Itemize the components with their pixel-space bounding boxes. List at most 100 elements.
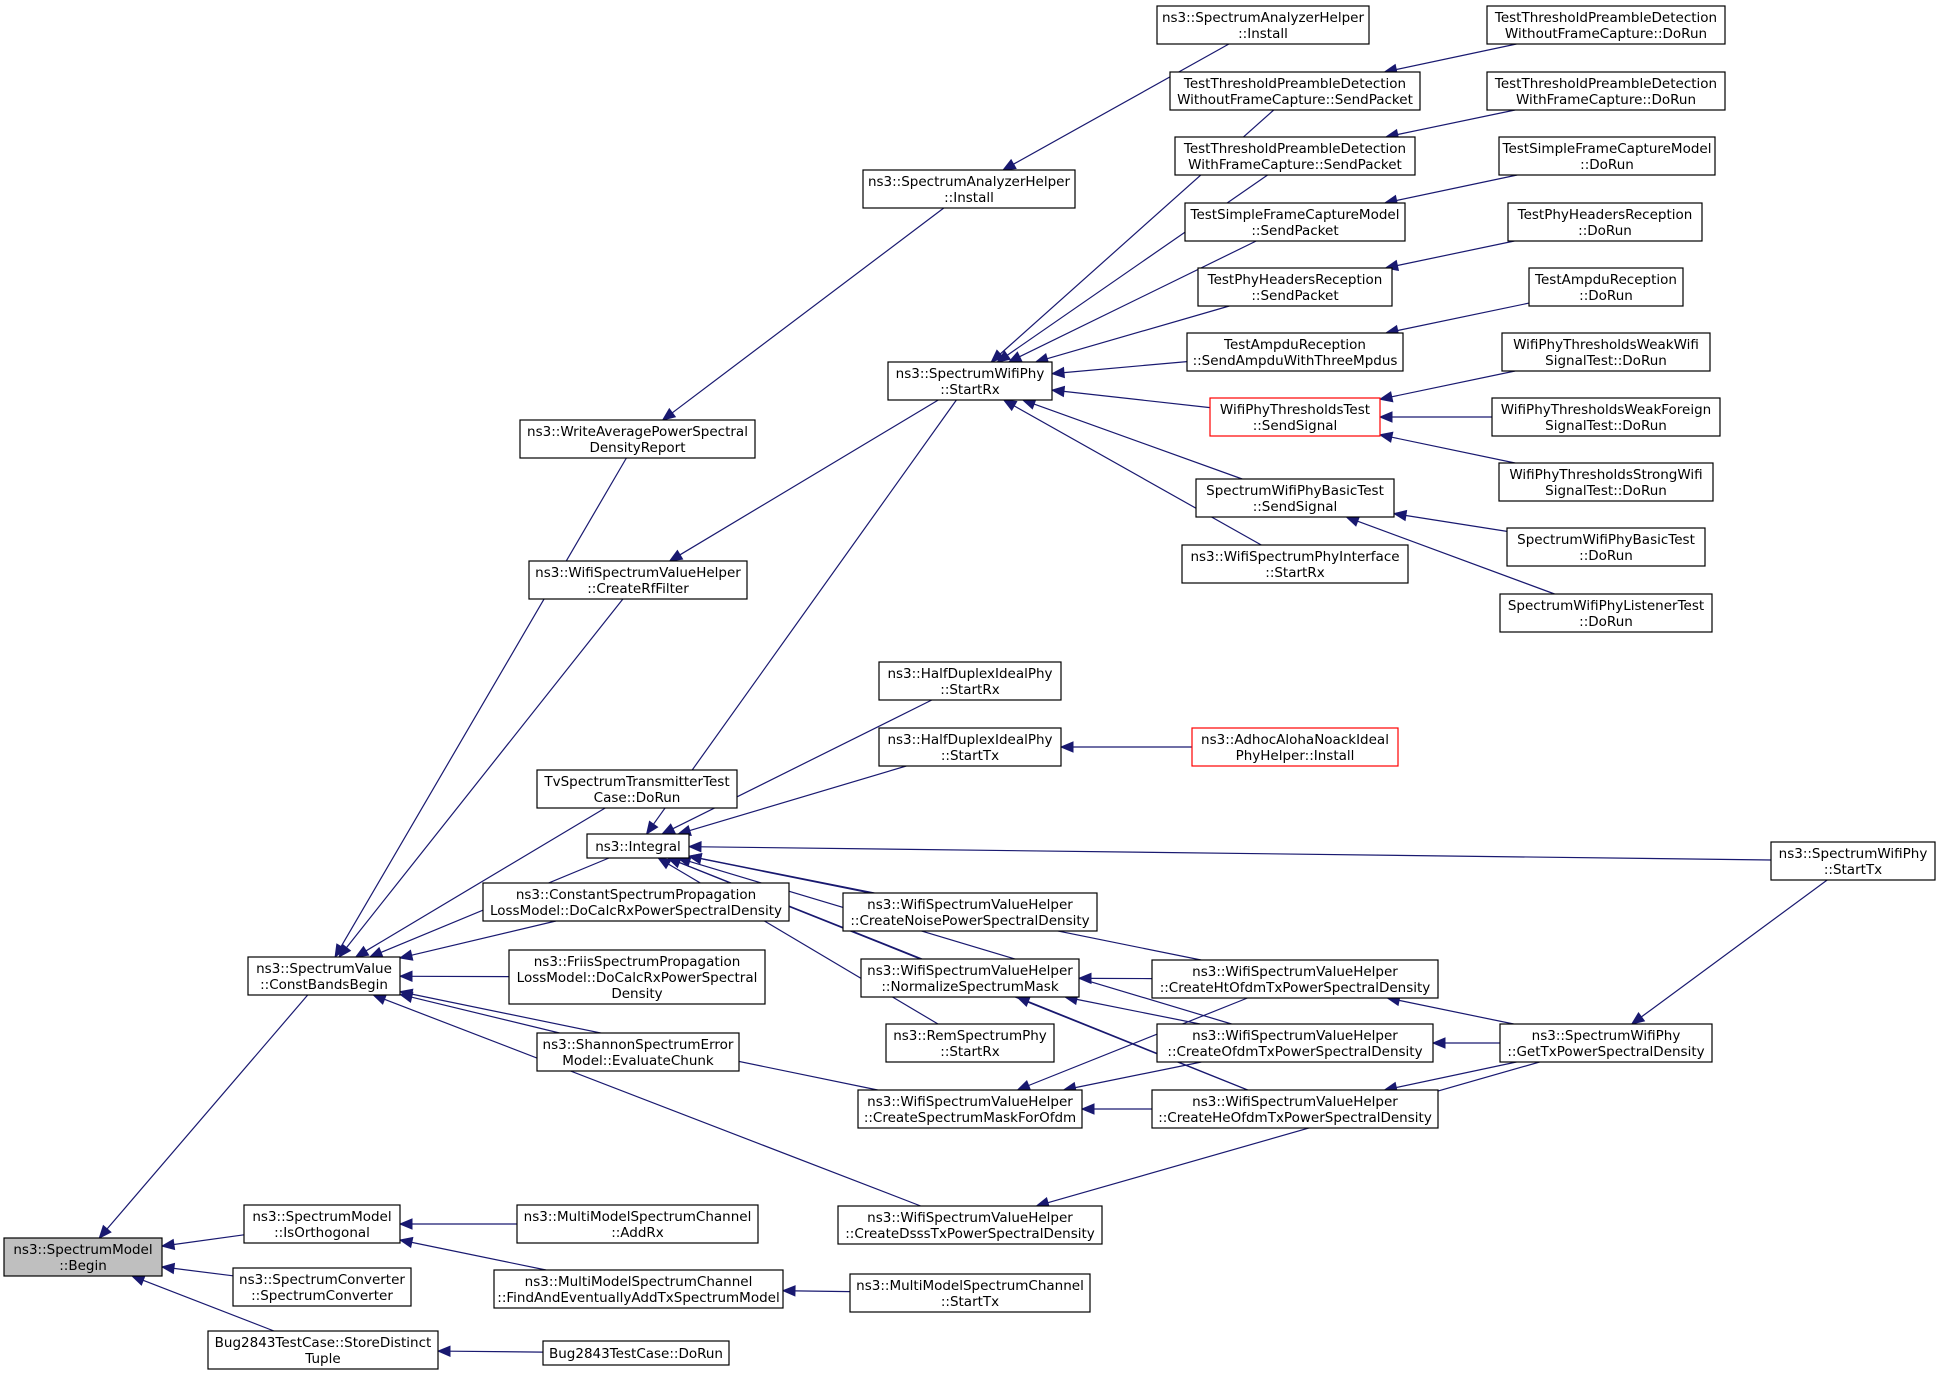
node-wspi-startrx[interactable]: ns3::WifiSpectrumPhyInterface::StartRx [1181, 544, 1409, 584]
node-box [885, 1023, 1055, 1063]
node-label-line: ns3::SpectrumModel [252, 1209, 391, 1225]
edge-line [1396, 43, 1517, 71]
node-writeavg[interactable]: ns3::WriteAveragePowerSpectralDensityRep… [519, 419, 756, 459]
node-tphr-dorun[interactable]: TestPhyHeadersReception::DoRun [1507, 202, 1703, 242]
node-normmask[interactable]: ns3::WifiSpectrumValueHelper::NormalizeS… [860, 958, 1080, 998]
node-adhoc[interactable]: ns3::AdhocAlohaNoackIdealPhyHelper::Inst… [1191, 727, 1399, 767]
node-swplt-dorun[interactable]: SpectrumWifiPhyListenerTest::DoRun [1499, 593, 1713, 633]
node-ofdm[interactable]: ns3::WifiSpectrumValueHelper::CreateOfdm… [1156, 1023, 1434, 1063]
node-hdstarttx[interactable]: ns3::HalfDuplexIdealPhy::StartTx [878, 727, 1062, 767]
node-tsfc-send[interactable]: TestSimpleFrameCaptureModel::SendPacket [1184, 202, 1406, 242]
call-edge [436, 1345, 544, 1357]
node-dsss[interactable]: ns3::WifiSpectrumValueHelper::CreateDsss… [837, 1205, 1103, 1245]
edge-arrowhead [661, 407, 677, 421]
node-label-line: ::CreateNoisePowerSpectralDensity [850, 913, 1089, 929]
node-constbands[interactable]: ns3::SpectrumValue::ConstBandsBegin [247, 956, 401, 996]
call-edge [1035, 1061, 1540, 1209]
node-maskofdm[interactable]: ns3::WifiSpectrumValueHelper::CreateSpec… [857, 1089, 1083, 1129]
call-edge [1077, 972, 1153, 985]
node-mmstarttx[interactable]: ns3::MultiModelSpectrumChannel::StartTx [849, 1273, 1091, 1313]
edge-line [173, 1267, 234, 1277]
node-label-line: ::DoRun [1580, 157, 1634, 173]
node-hdstartrx[interactable]: ns3::HalfDuplexIdealPhy::StartRx [878, 661, 1062, 701]
edge-line [106, 994, 309, 1230]
node-label-line: Case::DoRun [594, 790, 681, 806]
node-box [1507, 202, 1703, 242]
node-constprop[interactable]: ns3::ConstantSpectrumPropagationLossMode… [482, 882, 790, 922]
edge-line [689, 765, 907, 832]
call-edge [1001, 43, 1230, 171]
node-swstartrx[interactable]: ns3::SpectrumWifiPhy::StartRx [887, 361, 1053, 401]
node-integral[interactable]: ns3::Integral [586, 833, 690, 859]
node-ttpwo-dorun[interactable]: TestThresholdPreambleDetectionWithoutFra… [1486, 5, 1726, 45]
node-gettxpsd[interactable]: ns3::SpectrumWifiPhy::GetTxPowerSpectral… [1499, 1023, 1713, 1063]
node-begin[interactable]: ns3::SpectrumModel::Begin [3, 1237, 163, 1277]
node-ttpwo-send[interactable]: TestThresholdPreambleDetectionWithoutFra… [1169, 71, 1421, 111]
node-friis[interactable]: ns3::FriisSpectrumPropagationLossModel::… [508, 949, 766, 1005]
node-bugdorun[interactable]: Bug2843TestCase::DoRun [542, 1340, 730, 1366]
call-edge [1378, 370, 1516, 403]
node-label-line: ::ConstBandsBegin [260, 977, 388, 993]
node-label-line: WithFrameCapture::DoRun [1516, 92, 1696, 108]
node-remrx[interactable]: ns3::RemSpectrumPhy::StartRx [885, 1023, 1055, 1063]
node-weakforeign[interactable]: WifiPhyThresholdsWeakForeignSignalTest::… [1491, 397, 1721, 437]
node-swstarttx[interactable]: ns3::SpectrumWifiPhy::StartTx [1770, 841, 1936, 881]
edge-line [700, 846, 1772, 861]
node-ttpw-dorun[interactable]: TestThresholdPreambleDetectionWithFrameC… [1486, 71, 1726, 111]
node-mmaddrx[interactable]: ns3::MultiModelSpectrumChannel::AddRx [516, 1204, 759, 1244]
node-shannon[interactable]: ns3::ShannonSpectrumErrorModel::Evaluate… [536, 1032, 740, 1072]
node-box [1191, 727, 1399, 767]
call-edges [98, 43, 1828, 1357]
node-box [542, 1340, 730, 1366]
edge-arrowhead [781, 1285, 796, 1297]
node-strongwifi[interactable]: WifiPhyThresholdsStrongWifiSignalTest::D… [1498, 462, 1714, 502]
node-box [1151, 959, 1439, 999]
node-saninstall2[interactable]: ns3::SpectrumAnalyzerHelper::Install [862, 169, 1076, 209]
call-edge [1378, 431, 1516, 464]
node-ttpw-send[interactable]: TestThresholdPreambleDetectionWithFrameC… [1174, 136, 1416, 176]
node-label-line: ::StartTx [1824, 862, 1882, 878]
edge-line [671, 207, 945, 414]
edge-line [1405, 514, 1508, 532]
node-box [1197, 267, 1393, 307]
node-swpbt-dorun[interactable]: SpectrumWifiPhyBasicTest::DoRun [1506, 527, 1706, 567]
node-htofdm[interactable]: ns3::WifiSpectrumValueHelper::CreateHtOf… [1151, 959, 1439, 999]
edge-line [1047, 1061, 1540, 1204]
node-weakwifi[interactable]: WifiPhyThresholdsWeakWifiSignalTest::DoR… [1501, 332, 1711, 372]
node-label-line: ns3::WifiSpectrumValueHelper [1192, 1028, 1398, 1044]
node-swpbt-send[interactable]: SpectrumWifiPhyBasicTest::SendSignal [1195, 478, 1395, 518]
node-rffilter[interactable]: ns3::WifiSpectrumValueHelper::CreateRfFi… [528, 560, 748, 600]
node-label-line: ::SendPacket [1251, 288, 1338, 304]
node-box [232, 1267, 412, 1307]
call-edge [398, 920, 557, 961]
node-tampdu-dorun[interactable]: TestAmpduReception::DoRun [1528, 267, 1684, 307]
node-label-line: ::AddRx [611, 1225, 664, 1241]
node-tphr-send[interactable]: TestPhyHeadersReception::SendPacket [1197, 267, 1393, 307]
node-label-line: ::SendAmpduWithThreeMpdus [1193, 353, 1398, 369]
node-label-line: ns3::SpectrumWifiPhy [1532, 1028, 1681, 1044]
node-mmfind[interactable]: ns3::MultiModelSpectrumChannel::FindAndE… [493, 1269, 784, 1309]
node-tsfc-dorun[interactable]: TestSimpleFrameCaptureModel::DoRun [1498, 136, 1716, 176]
call-edge [1383, 174, 1518, 207]
node-tampdu-send[interactable]: TestAmpduReception::SendAmpduWithThreeMp… [1186, 332, 1404, 372]
edge-line [1641, 879, 1828, 1018]
node-label-line: ::DoRun [1579, 614, 1633, 630]
node-wptt-send[interactable]: WifiPhyThresholdsTest::SendSignal [1209, 397, 1381, 437]
node-label-line: ::SendSignal [1253, 418, 1338, 434]
node-label-line: SpectrumWifiPhyListenerTest [1508, 598, 1704, 614]
node-heofdm[interactable]: ns3::WifiSpectrumValueHelper::CreateHeOf… [1151, 1089, 1439, 1129]
node-isorth[interactable]: ns3::SpectrumModel::IsOrthogonal [243, 1204, 401, 1244]
node-box [1498, 462, 1714, 502]
edge-line [1013, 405, 1262, 546]
edge-line [679, 399, 939, 556]
node-noisepsd[interactable]: ns3::WifiSpectrumValueHelper::CreateNois… [842, 892, 1098, 932]
edge-arrowhead [368, 946, 384, 958]
node-box [528, 560, 748, 600]
node-label-line: ns3::MultiModelSpectrumChannel [524, 1209, 752, 1225]
call-edge [338, 598, 624, 959]
node-convctor[interactable]: ns3::SpectrumConverter::SpectrumConverte… [232, 1267, 412, 1307]
node-saninstall[interactable]: ns3::SpectrumAnalyzerHelper::Install [1156, 5, 1370, 45]
node-box [878, 661, 1062, 701]
